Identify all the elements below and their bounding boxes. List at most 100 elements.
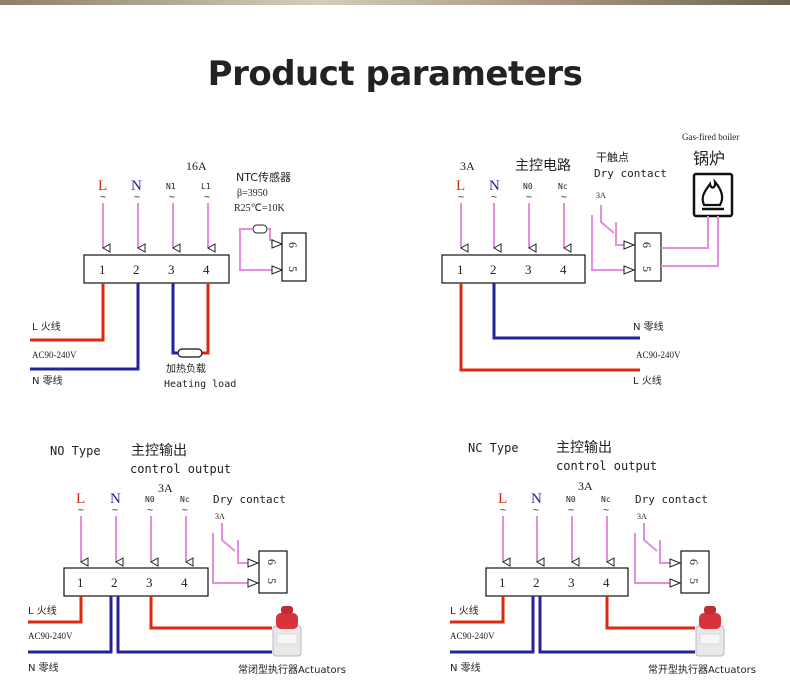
actuator-neutral-wire [538,596,695,654]
arrow-marker [623,265,636,275]
ntc-sensor-symbol [252,224,268,234]
neutral-label: N 零线 [633,320,664,333]
flame-icon [701,178,724,207]
panel-no-type-wiring: NO Type 主控输出 control output 3A Dry conta… [28,443,346,676]
arrow-marker [669,558,682,568]
tilde-mark: ~ [491,192,497,203]
load-wire-neutral [171,283,178,355]
main-output-cn: 主控输出 [556,440,612,456]
terminal-block [441,254,586,284]
sensor-terminal-block [281,232,307,282]
terminal-label-n1: N1 [166,182,176,191]
tilde-mark: ~ [78,505,84,516]
terminal-label-n: N [489,178,500,194]
heater-label-cn: 加热负载 [166,362,206,375]
dry-contact-wire [659,540,670,564]
neutral-label: N 零线 [32,374,63,387]
terminal-label-nc: Nc [558,182,568,191]
main-output-en: control output [130,462,231,476]
block-number: 6 [687,559,701,565]
dry-contact-en: Dry contact [594,167,667,180]
dry-contact-switch [600,205,615,234]
terminal-number: 1 [99,262,106,277]
actuator-icon [695,606,725,657]
tilde-mark: ~ [561,192,567,203]
terminal-block [83,254,230,284]
arrow-marker [669,578,682,588]
terminal-number: 3 [168,262,175,277]
tilde-mark: ~ [182,505,188,516]
terminal-number: 3 [146,575,153,590]
type-label: NC Type [468,441,519,455]
terminal-number: 4 [560,262,567,277]
live-label: L 火线 [633,374,662,387]
block-number: 5 [640,266,654,272]
block-number: 5 [265,578,279,584]
tilde-mark: ~ [147,505,153,516]
actuator-label: 常闭型执行器Actuators [238,663,346,676]
panel-heating-wiring: 16A L N N1 L1 ~ ~ ~ ~ 1 2 3 4 L 火线 AC90-… [30,159,307,390]
terminal-label-n: N [531,491,542,507]
dry-contact-wire [615,222,624,246]
arrow-marker [271,265,284,275]
arrow-marker [247,558,260,568]
panel-boiler-wiring: 3A 主控电路 干触点 Dry contact 3A Gas-fired boi… [441,132,739,387]
dry-contact-wire [634,533,670,584]
terminal-number: 4 [181,575,188,590]
neutral-wire [30,283,140,371]
dry-contact-en: Dry contact [213,493,286,506]
main-output-en: control output [556,459,657,473]
dry-contact-wire [212,533,248,584]
output-current: 3A [578,479,593,493]
arrow-marker [623,240,636,250]
terminal-number: 2 [133,262,140,277]
neutral-wire [28,596,113,654]
tilde-mark: ~ [526,192,532,203]
dry-contact-current: 3A [637,512,647,521]
tilde-mark: ~ [500,505,506,516]
terminal-block [63,567,209,597]
tilde-mark: ~ [169,192,175,203]
terminal-label-l: L [498,491,507,507]
voltage-label: AC90-240V [28,631,73,641]
dry-contact-wire [591,215,624,271]
neutral-label: N 零线 [450,661,481,674]
dry-contact-switch [643,523,658,552]
block-number: 5 [687,578,701,584]
boiler-label-cn: 锅炉 [693,149,725,168]
dry-contact-cn: 干触点 [596,150,629,164]
block-number: 6 [265,559,279,565]
tilde-mark: ~ [100,192,106,203]
live-wire [459,283,640,372]
terminal-label-l: L [456,178,465,194]
arrow-marker [271,239,284,249]
live-label: L 火线 [450,604,479,617]
terminal-block [485,567,629,597]
type-label: NO Type [50,444,101,458]
neutral-label: N 零线 [28,661,59,674]
neutral-wire [450,596,535,654]
boiler-wire [661,216,719,267]
tilde-mark: ~ [134,192,140,203]
terminal-number: 1 [77,575,84,590]
terminal-number: 4 [203,262,210,277]
terminal-number: 3 [568,575,575,590]
terminal-number: 1 [457,262,464,277]
page-title: Product parameters [207,54,583,94]
actuator-label: 常开型执行器Actuators [648,663,756,676]
terminal-number: 2 [111,575,118,590]
dry-contact-current: 3A [215,512,225,521]
terminal-label-l: L [76,491,85,507]
dry-contact-wire [237,540,248,564]
tilde-mark: ~ [603,505,609,516]
dry-contact-block [634,232,662,282]
tilde-mark: ~ [568,505,574,516]
panel1-current: 16A [186,159,207,173]
terminal-number: 3 [525,262,532,277]
terminal-label-nc: Nc [180,495,190,504]
boiler-label-en: Gas-fired boiler [682,132,739,142]
block-number: 5 [286,266,300,272]
voltage-label: AC90-240V [450,631,495,641]
terminal-label-n: N [110,491,121,507]
dry-contact-en: Dry contact [635,493,708,506]
